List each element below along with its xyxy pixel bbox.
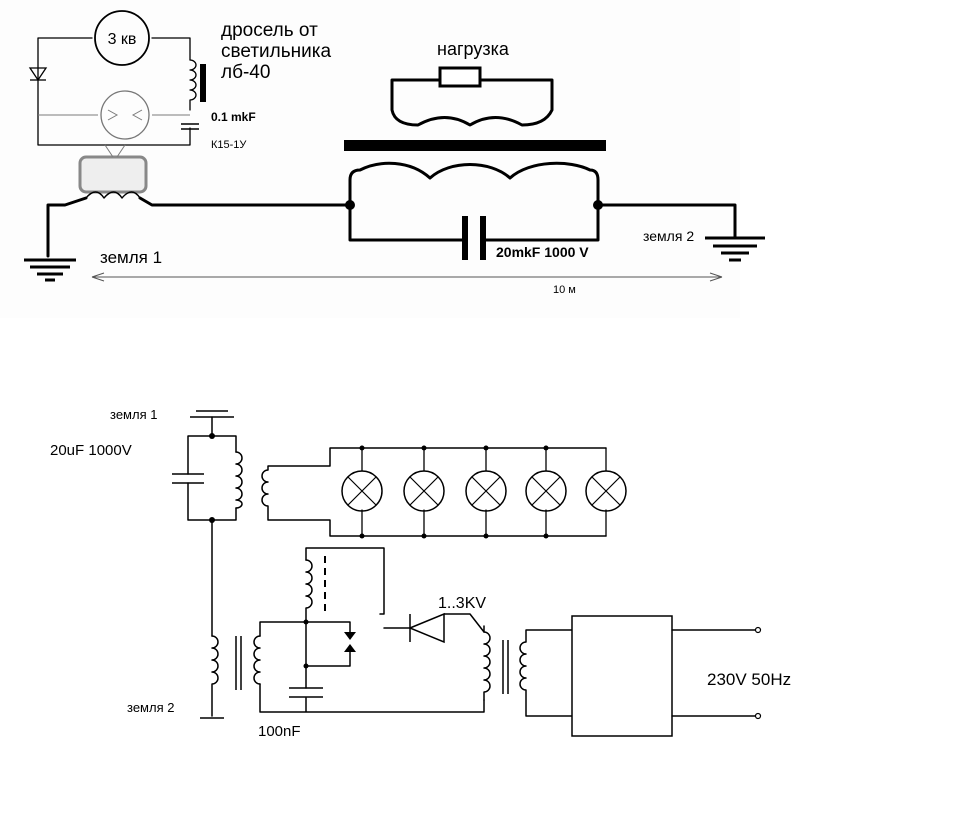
main-wire xyxy=(138,196,352,207)
b-power-supply xyxy=(571,615,673,737)
b-coil-secondary xyxy=(261,447,607,537)
b-lamp-3 xyxy=(465,445,507,539)
b-lamp-4 xyxy=(525,445,567,539)
b-mains-wires xyxy=(671,629,757,717)
b-mains-label: 230V 50Hz xyxy=(707,670,791,689)
b-hv-coil2 xyxy=(519,629,573,717)
b-diode-label: 1..3KV xyxy=(438,595,486,612)
choke-label-line1: дросель от xyxy=(221,20,318,41)
cap-small-value: 0.1 mkF xyxy=(211,110,256,124)
choke-coil xyxy=(189,59,197,111)
primary-winding xyxy=(348,161,600,207)
b-choke-coil xyxy=(305,559,313,623)
lamp-electrodes xyxy=(107,109,143,121)
spark-gap-frame xyxy=(37,37,191,146)
b-lamp-1 xyxy=(341,445,383,539)
ground1-symbol xyxy=(24,258,76,282)
bottom-schematic: земля 1 20uF 1000V xyxy=(50,407,791,740)
ground2-label: земля 2 xyxy=(643,228,694,244)
cap-big-label: 20mkF 1000 V xyxy=(496,244,589,260)
top-schematic: 3 кв дросель от светильника лб-40 0.1 mk… xyxy=(0,0,765,318)
transformer-leads xyxy=(104,144,126,158)
b-lamp-5 xyxy=(585,447,627,537)
cap-big-plate1 xyxy=(462,216,468,260)
b-coil2-primary xyxy=(211,635,219,717)
b-lamp-2 xyxy=(403,445,445,539)
transformer-box xyxy=(78,155,148,194)
b-tank-frame xyxy=(187,435,237,521)
b-mains-terminal-2 xyxy=(754,712,762,720)
ground1-label: земля 1 xyxy=(100,248,162,267)
b-coil2-secondary xyxy=(253,635,261,685)
load-label: нагрузка xyxy=(437,39,510,59)
cap-big-wire xyxy=(348,203,600,242)
b-ground1-label: земля 1 xyxy=(110,407,157,422)
secondary-winding xyxy=(390,78,554,127)
b-spark-gap-arrows xyxy=(344,632,356,652)
choke-label-line2: светильника xyxy=(221,41,331,62)
lamp-circle xyxy=(100,90,150,140)
distance-arrow-heads xyxy=(91,272,723,282)
spark-gap-circle xyxy=(94,10,150,66)
ground2-symbol xyxy=(705,236,765,262)
choke-core xyxy=(200,64,206,102)
b-diode xyxy=(408,612,445,644)
b-cap-label: 20uF 1000V xyxy=(50,442,132,459)
b-spark-gap-wire xyxy=(305,621,351,667)
output-transformer-core xyxy=(344,140,606,151)
b-loop-wire xyxy=(259,547,485,713)
load-resistor xyxy=(438,66,482,88)
ground1-wire xyxy=(46,196,88,258)
b-coil-primary xyxy=(235,451,243,509)
distance-label: 10 м xyxy=(553,284,576,296)
cap-big-plate2 xyxy=(480,216,486,260)
spark-gap-label: 3 кв xyxy=(108,31,137,48)
choke-label-line3: лб-40 xyxy=(221,62,270,83)
b-cap2-label: 100nF xyxy=(258,723,301,740)
transformer-coil xyxy=(85,191,141,199)
ground2-wire xyxy=(596,203,737,240)
b-hv-coil1 xyxy=(483,631,491,701)
cap-small-type: К15-1У xyxy=(211,139,247,151)
diode-top xyxy=(28,67,48,82)
b-ground2-label: земля 2 xyxy=(127,700,174,715)
b-mains-terminal-1 xyxy=(754,626,762,634)
b-lamp-array xyxy=(341,445,627,539)
b-ground1-symbol xyxy=(190,410,234,418)
